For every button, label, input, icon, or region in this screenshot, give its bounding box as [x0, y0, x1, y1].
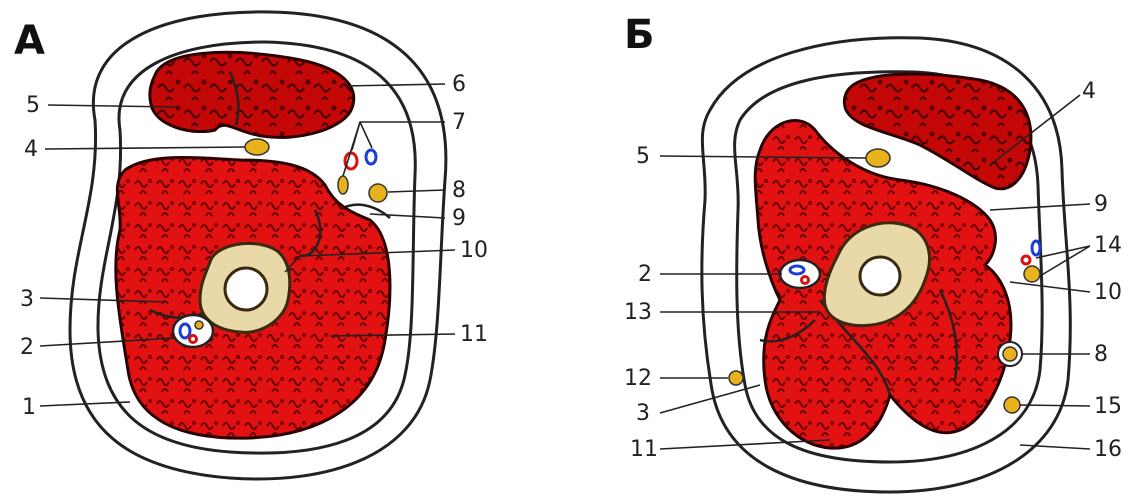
panel-a-vein-7: [364, 148, 378, 166]
panel-b-leader-4: [989, 94, 1081, 166]
panel-b-label-10: 10: [1094, 280, 1122, 305]
panel-a-label-6: 6: [452, 72, 466, 97]
panel-a-artery-2: [188, 334, 198, 344]
panel-a-leader-11: [329, 333, 456, 337]
panel-a-label-5: 5: [26, 93, 40, 118]
panel-a-intermuscular-line: [228, 71, 240, 126]
panel-b-vein-2: [788, 264, 806, 276]
panel-a-leader-8: [387, 189, 446, 193]
panel-b-nerve-14: [1023, 265, 1041, 283]
panel-b-marrow: [858, 255, 902, 297]
panel-a-leader-5: [47, 104, 176, 108]
panel-b-leader-3: [659, 384, 761, 414]
panel-a-label-2: 2: [20, 335, 34, 360]
panel-b-label-11: 11: [630, 437, 658, 462]
panel-a-leader-3: [39, 297, 166, 303]
panel-b-nerve-15: [1003, 396, 1021, 414]
panel-b-nerve-8: [1002, 346, 1018, 362]
panel-a-label-7: 7: [452, 110, 466, 135]
panel-b-label-8: 8: [1094, 342, 1108, 367]
panel-a-label-4: 4: [24, 137, 38, 162]
panel-b-letter: Б: [624, 12, 655, 58]
panel-a-leader-6: [344, 83, 446, 87]
panel-b-label-16: 16: [1094, 437, 1122, 462]
panel-a-nerve-8: [368, 183, 388, 203]
panel-b-muscle-border-c: [759, 319, 816, 343]
panel-b-label-13: 13: [624, 300, 652, 325]
panel-a-nerve-4: [244, 138, 270, 156]
panel-a-label-11: 11: [460, 322, 488, 347]
panel-b-vein-14: [1030, 239, 1042, 257]
panel-b-muscle-border-b: [938, 289, 959, 381]
panel-b-leader-5: [659, 155, 867, 159]
panel-b-artery-14: [1020, 254, 1032, 266]
panel-a-leader-9: [369, 213, 446, 219]
panel-a-leader-10: [284, 249, 456, 273]
panel-b-label-14: 14: [1094, 233, 1122, 258]
panel-a-leader-7: [342, 121, 445, 177]
panel-a-label-1: 1: [22, 395, 36, 420]
panel-b-nerve-5: [865, 148, 891, 168]
panel-a-artery-7: [343, 151, 359, 171]
panel-a: А: [14, 10, 488, 481]
panel-b-artery-2: [800, 275, 810, 285]
panel-a-label-8: 8: [452, 178, 466, 203]
panel-b: Б: [624, 12, 1122, 494]
panel-a-label-3: 3: [20, 287, 34, 312]
panel-b-nerve-12: [728, 370, 744, 386]
panel-b-label-12: 12: [624, 366, 652, 391]
panel-a-nerve-7: [337, 175, 349, 195]
panel-b-anterior-muscle: [842, 72, 1033, 191]
panel-b-label-3: 3: [636, 401, 650, 426]
panel-a-vein-2: [178, 322, 192, 340]
panel-b-leader-16: [1019, 444, 1091, 450]
panel-b-leader-10: [1009, 281, 1091, 293]
panel-a-label-9: 9: [452, 206, 466, 231]
panel-a-letter: А: [14, 18, 45, 64]
panel-a-leader-2: [39, 337, 176, 347]
panel-b-label-2: 2: [638, 262, 652, 287]
panel-b-label-9: 9: [1094, 192, 1108, 217]
panel-b-label-5: 5: [636, 144, 650, 169]
panel-a-leader-1: [39, 401, 131, 407]
panel-b-leader-14: [1035, 245, 1091, 277]
panel-a-leader-4: [44, 146, 246, 150]
panel-a-marrow: [223, 266, 269, 312]
panel-b-leader-9: [989, 203, 1091, 211]
panel-b-label-15: 15: [1094, 394, 1122, 419]
panel-b-leader-15: [1019, 404, 1091, 407]
panel-a-nerve-2: [194, 320, 204, 330]
panel-b-leader-11: [659, 439, 831, 450]
panel-b-label-4: 4: [1082, 79, 1096, 104]
panel-a-label-10: 10: [460, 238, 488, 263]
panel-a-anterior-muscle: [148, 50, 356, 139]
